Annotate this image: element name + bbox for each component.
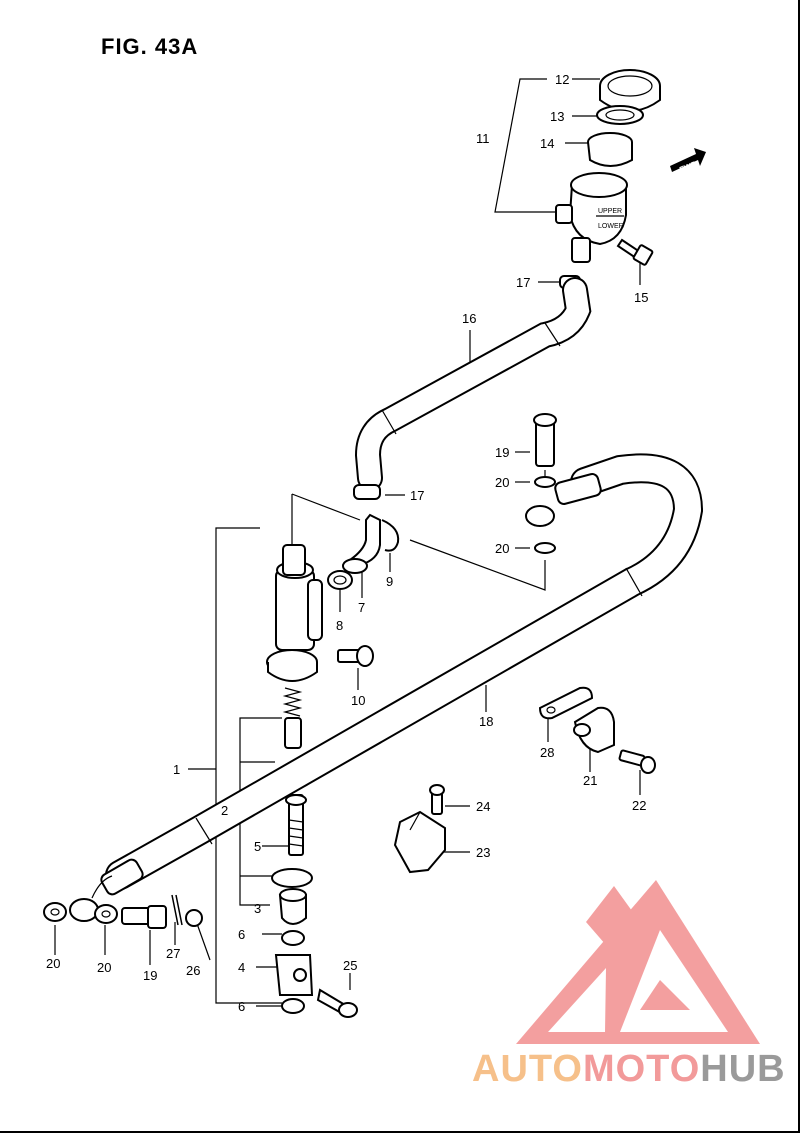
callout-2: 2 xyxy=(221,803,228,818)
brake-hose xyxy=(105,453,704,890)
watermark-auto: AUTO xyxy=(472,1048,583,1090)
hose-clamp-bracket xyxy=(538,686,594,720)
callout-22: 22 xyxy=(632,798,646,813)
watermark-text: AUTOMOTOHUB xyxy=(472,1048,786,1091)
clevis xyxy=(274,954,314,996)
callout-21: 21 xyxy=(583,773,597,788)
callout-17-lower: 17 xyxy=(410,488,424,503)
callout-labels: 12 13 14 11 15 17 16 17 19 20 20 9 8 7 1… xyxy=(46,72,648,1014)
callout-25: 25 xyxy=(343,958,357,973)
nut-upper xyxy=(281,930,305,946)
callout-26: 26 xyxy=(186,963,200,978)
diaphragm xyxy=(587,132,633,167)
callout-6-lower: 6 xyxy=(238,999,245,1014)
callout-28: 28 xyxy=(540,745,554,760)
hose-guide xyxy=(573,706,615,754)
callout-8: 8 xyxy=(336,618,343,633)
hose-joint xyxy=(342,513,381,574)
master-cylinder-body xyxy=(266,544,323,682)
banjo-fitting-upper xyxy=(525,473,602,527)
spring xyxy=(282,687,303,717)
upper-mark: UPPER xyxy=(598,208,622,215)
callout-27: 27 xyxy=(166,946,180,961)
figure-title: FIG. 43A xyxy=(101,34,199,59)
watermark-hub: HUB xyxy=(700,1048,786,1090)
reservoir-cap xyxy=(599,69,661,112)
reservoir-hose xyxy=(354,277,592,491)
diaphragm-plate xyxy=(596,105,644,125)
cotter-pin xyxy=(171,894,183,926)
callout-20-lower-2: 20 xyxy=(97,960,111,975)
callout-13: 13 xyxy=(550,109,564,124)
banjo-fitting-lower xyxy=(69,858,144,922)
callout-24: 24 xyxy=(476,799,490,814)
o-ring xyxy=(327,570,353,590)
callout-7: 7 xyxy=(358,600,365,615)
callout-16: 16 xyxy=(462,311,476,326)
banjo-bolt-upper xyxy=(533,413,557,467)
washer-upper-1 xyxy=(534,476,556,488)
watermark-logo xyxy=(516,880,760,1044)
washer-lower-2 xyxy=(94,904,118,924)
callout-19-upper: 19 xyxy=(495,445,509,460)
washer-lower-1 xyxy=(43,902,67,922)
reservoir-tank: UPPER LOWER xyxy=(555,172,628,263)
banjo-bolt-lower xyxy=(121,905,167,929)
callout-4: 4 xyxy=(238,960,245,975)
fwd-arrow-icon: FWD xyxy=(670,148,706,174)
hose-clamp-lower xyxy=(353,484,381,500)
guide-screw xyxy=(618,749,656,774)
holder-screw xyxy=(429,784,445,815)
piston-cup xyxy=(284,717,302,749)
callout-11: 11 xyxy=(476,131,490,146)
callout-3: 3 xyxy=(254,901,261,916)
callout-19-lower: 19 xyxy=(143,968,157,983)
plain-washer xyxy=(185,909,203,927)
callout-14: 14 xyxy=(540,136,554,151)
mount-bolt xyxy=(337,645,374,667)
callout-20-lower-1: 20 xyxy=(46,956,60,971)
callout-12: 12 xyxy=(555,72,569,87)
lower-mark: LOWER xyxy=(598,223,624,230)
callout-9: 9 xyxy=(386,574,393,589)
callout-23: 23 xyxy=(476,845,490,860)
circlip xyxy=(381,519,400,552)
callout-20-upper-2: 20 xyxy=(495,541,509,556)
callout-6-upper: 6 xyxy=(238,927,245,942)
callout-17-upper: 17 xyxy=(516,275,530,290)
callout-18: 18 xyxy=(479,714,493,729)
callout-15: 15 xyxy=(634,290,648,305)
callout-5: 5 xyxy=(254,839,261,854)
clevis-pin xyxy=(316,988,358,1018)
watermark-moto: MOTO xyxy=(582,1048,701,1090)
boot-circlip xyxy=(271,868,313,888)
washer-upper-2 xyxy=(534,542,556,554)
callout-10: 10 xyxy=(351,693,365,708)
dust-boot xyxy=(278,888,307,925)
reservoir-bolt xyxy=(616,238,654,266)
callout-1: 1 xyxy=(173,762,180,777)
reservoir-holder xyxy=(393,810,446,874)
pushrod xyxy=(285,794,307,856)
nut-lower xyxy=(281,998,305,1014)
callout-20-upper-1: 20 xyxy=(495,475,509,490)
